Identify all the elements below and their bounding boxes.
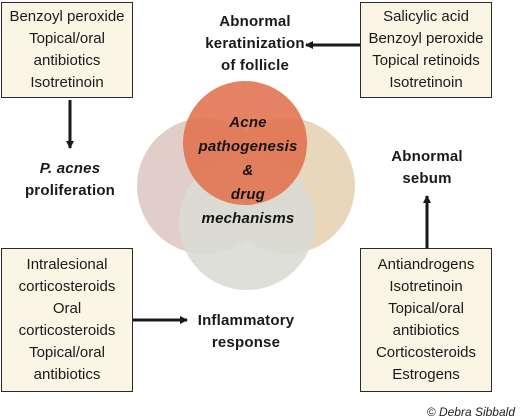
box-line: Topical retinoids xyxy=(372,52,480,69)
center-title: Acne pathogenesis & drug mechanisms xyxy=(186,111,310,231)
box-line: Topical/oral xyxy=(388,300,464,317)
box-line: antibiotics xyxy=(33,52,101,69)
box-line: Intralesional xyxy=(26,256,108,273)
label-line: Abnormal xyxy=(391,148,463,165)
box-line: Isotretinoin xyxy=(389,278,463,295)
center-line: drug xyxy=(230,186,266,203)
label-keratinization: Abnormal keratinization of follicle xyxy=(196,11,314,77)
circle-top xyxy=(183,81,307,205)
label-line: sebum xyxy=(402,170,452,187)
box-line: Topical/oral xyxy=(29,30,105,47)
center-line: Acne xyxy=(229,114,267,131)
label-line: of follicle xyxy=(220,57,290,74)
box-line: Corticosteroids xyxy=(375,344,477,361)
label-line: Inflammatory xyxy=(197,312,295,329)
center-line: mechanisms xyxy=(201,210,295,227)
drug-box-bottom-right: Antiandrogens Isotretinoin Topical/oral … xyxy=(360,248,492,392)
label-line: response xyxy=(211,334,281,351)
drug-box-bottom-left: Intralesional corticosteroids Oral corti… xyxy=(1,248,133,392)
box-line: Benzoyl peroxide xyxy=(368,30,484,47)
box-line: antibiotics xyxy=(392,322,460,339)
box-line: Oral xyxy=(52,300,82,317)
label-line: keratinization xyxy=(205,35,305,52)
label-line: P. acnes xyxy=(39,160,101,177)
box-line: corticosteroids xyxy=(18,278,116,295)
drug-box-top-left: Benzoyl peroxide Topical/oral antibiotic… xyxy=(1,2,133,98)
box-line: Isotretinoin xyxy=(30,74,104,91)
copyright-credit: © Debra Sibbald xyxy=(426,405,515,419)
box-line: Isotretinoin xyxy=(389,74,463,91)
box-line: corticosteroids xyxy=(18,322,116,339)
center-line: & xyxy=(242,162,254,179)
box-line: Topical/oral xyxy=(29,344,105,361)
label-sebum: Abnormal sebum xyxy=(374,146,480,190)
label-inflammatory: Inflammatory response xyxy=(186,310,306,354)
box-line: Benzoyl peroxide xyxy=(9,8,125,25)
drug-box-top-right: Salicylic acid Benzoyl peroxide Topical … xyxy=(360,2,492,98)
box-line: antibiotics xyxy=(33,366,101,383)
box-line: Salicylic acid xyxy=(383,8,469,25)
box-line: Estrogens xyxy=(392,366,460,383)
label-line: proliferation xyxy=(24,182,116,199)
box-line: Antiandrogens xyxy=(377,256,475,273)
label-p-acnes: P. acnes proliferation xyxy=(6,158,134,202)
label-line: Abnormal xyxy=(219,13,291,30)
venn-circles xyxy=(137,81,355,290)
center-line: pathogenesis xyxy=(198,138,298,155)
